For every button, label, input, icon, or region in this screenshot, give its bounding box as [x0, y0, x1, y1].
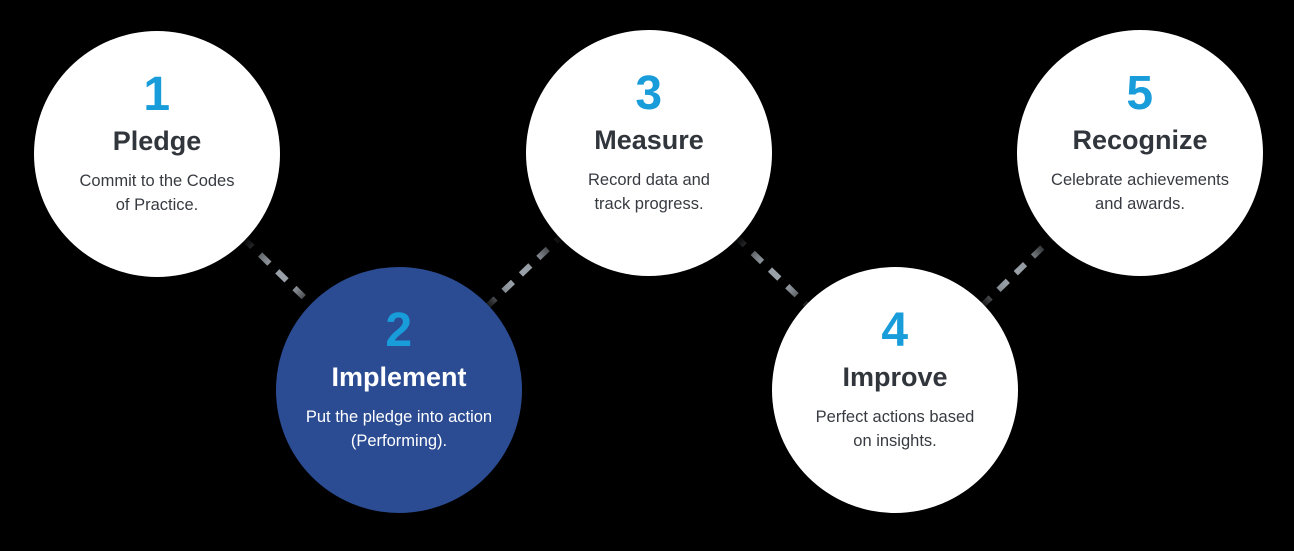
step-number: 3 — [635, 67, 663, 120]
step-number: 5 — [1126, 67, 1154, 120]
step-3-measure: 3 Measure Record data and track progress… — [526, 30, 772, 276]
step-description: Commit to the Codes of Practice. — [79, 171, 235, 214]
step-2-implement: 2 Implement Put the pledge into action (… — [276, 267, 522, 513]
step-description: Record data and track progress. — [587, 170, 710, 213]
step-title: Pledge — [112, 125, 202, 156]
step-description: Perfect actions based on insights. — [815, 407, 975, 450]
step-title: Implement — [331, 361, 467, 392]
step-number: 1 — [143, 68, 171, 121]
step-title: Measure — [594, 124, 704, 155]
step-1-pledge: 1 Pledge Commit to the Codes of Practice… — [34, 31, 280, 277]
step-number: 2 — [385, 304, 413, 357]
step-5-recognize: 5 Recognize Celebrate achievements and a… — [1017, 30, 1263, 276]
step-title: Recognize — [1072, 124, 1208, 155]
step-title: Improve — [842, 361, 948, 392]
step-description: Celebrate achievements and awards. — [1051, 170, 1229, 213]
step-description: Put the pledge into action (Performing). — [305, 407, 493, 450]
step-4-improve: 4 Improve Perfect actions based on insig… — [772, 267, 1018, 513]
step-number: 4 — [881, 304, 909, 357]
